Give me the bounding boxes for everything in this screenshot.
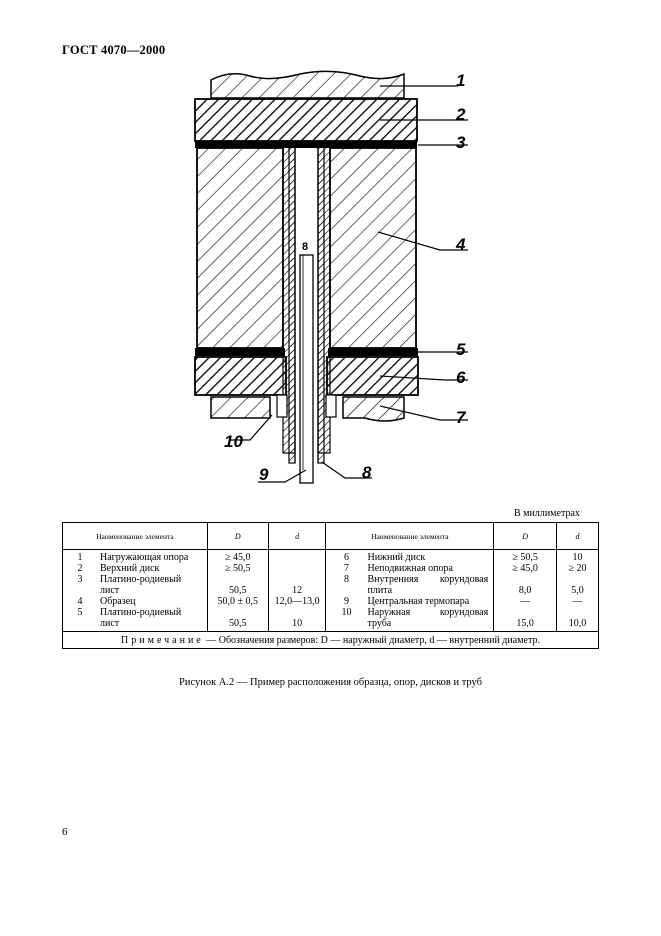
loading-support (210, 70, 405, 99)
right-d (560, 574, 595, 585)
right-D: ≥ 50,5 (512, 552, 538, 563)
left-D: ≥ 50,5 (224, 563, 251, 574)
callout-2: 2 (455, 105, 466, 124)
left-name: лист (100, 585, 120, 596)
left-name: Верхний диск (100, 563, 160, 574)
left-name: лист (100, 618, 120, 629)
left-num (66, 618, 94, 629)
right-d: 5,0 (571, 585, 584, 596)
left-D (211, 607, 265, 618)
right-D (497, 607, 553, 618)
col-D-left: D (206, 522, 269, 550)
document-header: ГОСТ 4070—2000 (62, 43, 166, 57)
col-name-left: Наименование элемента (62, 522, 208, 550)
right-num: 7 (343, 563, 349, 574)
pt-rh-sheet-top (195, 141, 417, 148)
left-name: Образец (100, 596, 136, 607)
col-name-right: Наименование элемента (325, 522, 495, 550)
left-d: 12 (292, 585, 303, 596)
col-D-right: D (493, 522, 558, 550)
callout-8: 8 (362, 463, 372, 482)
left-D (211, 574, 265, 585)
fixed-support (210, 396, 405, 422)
pt-rh-sheet-bottom-left (195, 348, 285, 356)
right-d: 10 (572, 552, 583, 563)
right-d: ≥ 20 (568, 563, 587, 574)
left-name: Платино-родиевый (100, 607, 182, 618)
left-d (272, 607, 323, 618)
callout-10: 10 (224, 432, 243, 451)
inner-corundum-tube (288, 140, 325, 464)
right-D: ≥ 45,0 (512, 563, 538, 574)
right-D: 15,0 (516, 618, 534, 629)
left-name: Платино-родиевый (100, 574, 182, 585)
units-label: В миллиметрах (514, 508, 580, 519)
pt-rh-sheet-bottom-right (328, 348, 418, 356)
callout-7: 7 (456, 408, 467, 427)
callout-4: 4 (455, 235, 466, 254)
left-D: ≥ 45,0 (224, 552, 251, 563)
col-d-right: d (556, 522, 599, 550)
left-num: 4 (77, 596, 83, 607)
inner-label: 8 (302, 241, 308, 253)
right-num: 10 (341, 607, 352, 618)
col-d-left: d (267, 522, 327, 550)
right-d (560, 607, 595, 618)
figure-caption: Рисунок А.2 — Пример расположения образц… (178, 677, 482, 688)
right-num: 9 (343, 596, 349, 607)
note-label: Примечание (121, 634, 204, 646)
right-name: Внутренняя корундовая (367, 574, 489, 585)
right-d: 10,0 (568, 618, 587, 629)
page-number: 6 (62, 826, 68, 838)
right-name: Наружная корундовая (367, 607, 489, 618)
specimen-left (196, 147, 284, 349)
left-D: 50,5 (228, 585, 247, 596)
left-D: 50,0 ± 0,5 (217, 596, 258, 607)
left-D: 50,5 (228, 618, 247, 629)
note-text: — Обозначения размеров: D — наружный диа… (203, 634, 540, 646)
assembly-drawing: 8 1 2 3 4 5 6 7 10 9 8 (194, 70, 468, 484)
right-num: 8 (343, 574, 349, 585)
right-num (329, 585, 363, 596)
callout-3: 3 (456, 133, 466, 152)
right-num (329, 618, 363, 629)
left-num: 1 (77, 552, 83, 563)
left-num: 3 (77, 574, 83, 585)
right-D: — (520, 596, 531, 607)
table-header-row: Наименование элемента D d Наименование э… (62, 522, 599, 550)
central-thermocouple (299, 254, 314, 484)
left-d: 12,0—13,0 (274, 596, 320, 607)
elements-table: Наименование элемента D d Наименование э… (62, 522, 599, 649)
right-name: труба (367, 618, 392, 629)
lower-disc-left (194, 356, 287, 396)
callout-5: 5 (456, 340, 466, 359)
right-name: Центральная термопара (367, 596, 470, 607)
specimen-right (329, 147, 417, 349)
left-num: 5 (77, 607, 83, 618)
left-d (272, 563, 323, 574)
left-num (66, 585, 94, 596)
right-name: Неподвижная опора (367, 563, 453, 574)
callouts: 1 2 3 4 5 6 7 10 9 8 (224, 71, 467, 484)
left-name: Нагружающая опора (100, 552, 189, 563)
table-note-row: Примечание — Обозначения размеров: D — н… (62, 631, 599, 649)
right-D (497, 574, 553, 585)
left-d: 10 (292, 618, 303, 629)
table-row: 1 2 3 4 5 Нагружающая опора Верхний диск… (62, 549, 599, 632)
right-name: плита (367, 585, 393, 596)
callout-9: 9 (259, 465, 269, 484)
lower-disc-right (326, 356, 419, 396)
leader-lines (230, 85, 468, 483)
callout-6: 6 (456, 368, 466, 387)
right-num: 6 (343, 552, 349, 563)
left-num: 2 (77, 563, 83, 574)
right-d: — (572, 596, 583, 607)
right-D: 8,0 (518, 585, 532, 596)
right-name: Нижний диск (367, 552, 426, 563)
left-d (272, 574, 323, 585)
left-d (272, 552, 323, 563)
callout-1: 1 (456, 71, 465, 90)
